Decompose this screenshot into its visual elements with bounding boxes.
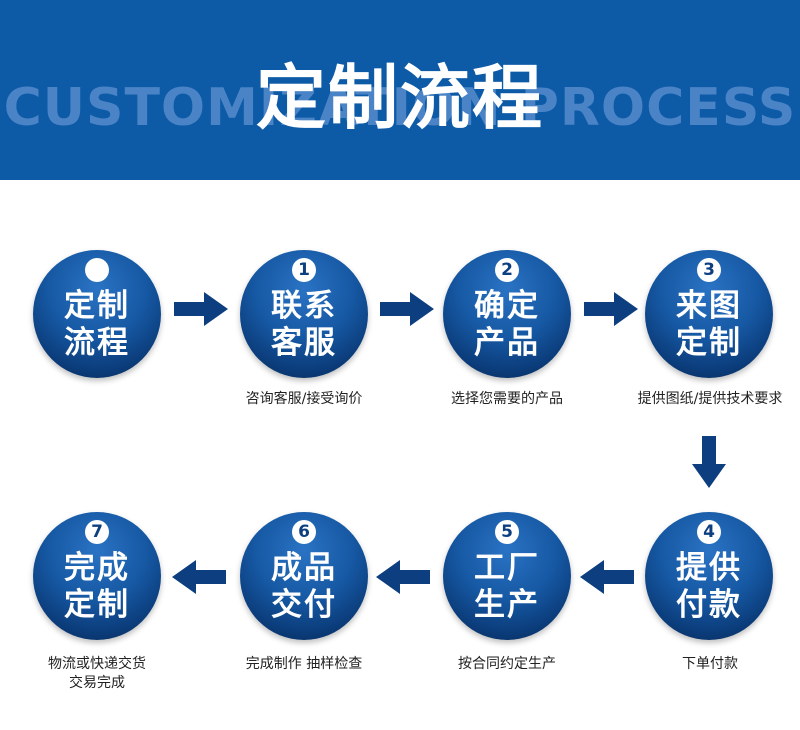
step-badge: 5: [495, 520, 519, 544]
step-custom-drawing: 3 来图 定制: [645, 250, 773, 378]
arrow-left-icon: [376, 560, 430, 594]
step-label: 成品 交付: [271, 550, 337, 623]
step-badge: 4: [697, 520, 721, 544]
step-badge: 7: [85, 520, 109, 544]
step-factory-production: 5 工厂 生产: [443, 512, 571, 640]
arrow-right-icon: [380, 292, 434, 326]
step-caption: 提供图纸/提供技术要求: [637, 391, 783, 407]
step-label: 工厂 生产: [474, 550, 540, 623]
arrow-right-icon: [174, 292, 228, 326]
step-label: 完成 定制: [64, 550, 130, 623]
step-caption: 完成制作 抽样检查: [245, 656, 363, 672]
step-label: 定制 流程: [64, 288, 130, 361]
step-badge: 1: [292, 258, 316, 282]
step-badge: 3: [697, 258, 721, 282]
step-contact-service: 1 联系 客服: [240, 250, 368, 378]
header-title: 定制流程: [256, 57, 544, 139]
step-label: 确定 产品: [474, 288, 540, 361]
step-badge: 2: [495, 258, 519, 282]
step-label: 联系 客服: [271, 288, 337, 361]
step-label: 提供 付款: [676, 550, 742, 623]
step-label: 来图 定制: [676, 288, 742, 361]
step-confirm-product: 2 确定 产品: [443, 250, 571, 378]
step-complete-custom: 7 完成 定制: [33, 512, 161, 640]
step-badge: 6: [292, 520, 316, 544]
arrow-left-icon: [580, 560, 634, 594]
step-caption: 按合同约定生产: [458, 656, 556, 672]
step-payment: 4 提供 付款: [645, 512, 773, 640]
step-caption: 物流或快递交货 交易完成: [48, 656, 146, 691]
arrow-down-icon: [692, 436, 726, 488]
step-caption: 咨询客服/接受询价: [245, 391, 363, 407]
arrow-right-icon: [584, 292, 638, 326]
step-caption: 选择您需要的产品: [451, 391, 563, 407]
step-caption: 下单付款: [682, 656, 738, 672]
step-product-delivery: 6 成品 交付: [240, 512, 368, 640]
header-banner: CUSTOMIZATION PROCESS 定制流程: [0, 0, 800, 180]
step-badge: [85, 258, 109, 282]
step-start: 定制 流程: [33, 250, 161, 378]
arrow-left-icon: [172, 560, 226, 594]
header-subtitle: CUSTOMIZATION PROCESS: [3, 78, 797, 138]
